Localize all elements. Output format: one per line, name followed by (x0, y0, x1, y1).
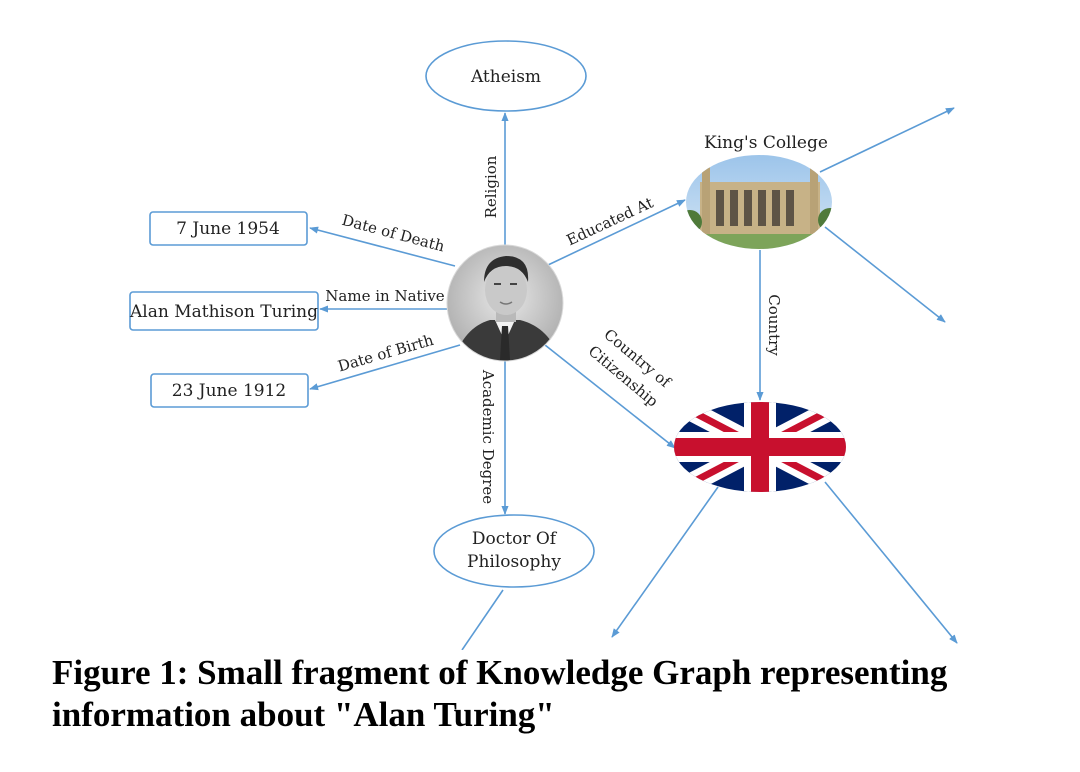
knowledge-graph-diagram: Religion Date of Death Name in Native Da… (129, 40, 958, 650)
caption-line-1: Figure 1: Small fragment of Knowledge Gr… (52, 653, 948, 692)
edge-label-name-in-native: Name in Native (325, 287, 445, 305)
node-label-birth-date: 23 June 1912 (172, 381, 286, 401)
node-native-name: Alan Mathison Turing (129, 291, 319, 331)
node-label-atheism: Atheism (470, 67, 541, 87)
node-united-kingdom-flag (674, 402, 846, 492)
node-alan-turing-portrait (446, 244, 564, 362)
edge-label-date-of-birth: Date of Birth (336, 331, 436, 376)
edge-flag-out-right (824, 481, 958, 644)
edge-label-academic-degree: Academic Degree (479, 369, 497, 504)
edge-college-out-upper (819, 107, 955, 173)
edge-flag-out-left (611, 486, 719, 638)
edge-country-of-citizenship (544, 344, 676, 449)
node-death-date: 7 June 1954 (149, 211, 308, 246)
node-label-phd-line2: Philosophy (467, 552, 561, 572)
node-atheism: Atheism (425, 40, 587, 112)
node-birth-date: 23 June 1912 (150, 373, 309, 408)
node-label-kings-college: King's College (704, 133, 828, 153)
edge-educated-at (547, 199, 686, 266)
edge-label-country: Country (765, 294, 783, 356)
edge-label-date-of-death: Date of Death (340, 211, 447, 256)
edge-label-educated-at: Educated At (564, 194, 656, 250)
figure-caption: Figure 1: Small fragment of Knowledge Gr… (52, 652, 1062, 736)
edge-college-out-lower (824, 226, 946, 323)
node-label-phd-line1: Doctor Of (472, 529, 558, 549)
node-doctor-of-philosophy: Doctor Of Philosophy (433, 514, 595, 588)
edge-phd-out (461, 589, 504, 650)
edge-label-religion: Religion (482, 155, 500, 218)
node-kings-college: King's College (686, 133, 832, 249)
caption-line-2: information about "Alan Turing" (52, 695, 555, 734)
node-label-death-date: 7 June 1954 (176, 219, 280, 239)
edge-date-of-death (309, 226, 456, 267)
edges (309, 107, 958, 650)
node-label-native-name: Alan Mathison Turing (129, 302, 318, 322)
edge-date-of-birth (309, 344, 461, 391)
